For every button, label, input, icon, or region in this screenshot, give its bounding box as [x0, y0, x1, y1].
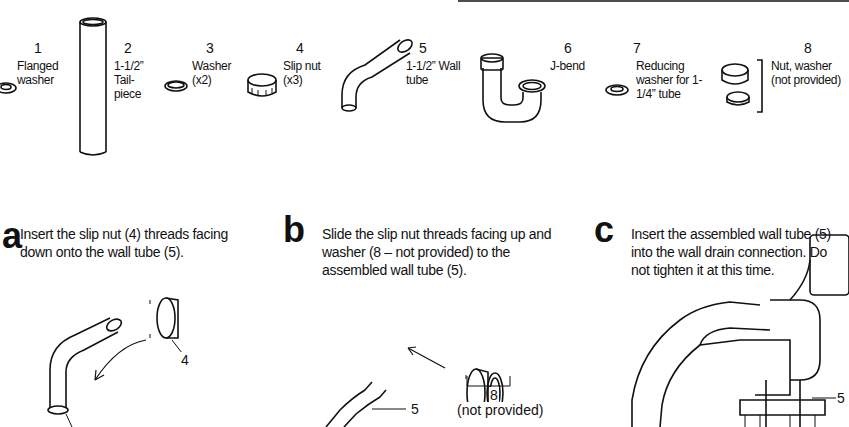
part-name: Nut, washer (not provided) — [771, 60, 847, 88]
step-text: Slide the slip nut threads facing up and… — [322, 225, 562, 280]
part-number: 1 — [28, 40, 48, 56]
step-text: Insert the assembled wall tube (5) into … — [631, 225, 847, 280]
reducing-washer — [606, 85, 628, 95]
part-name: Slip nut (x3) — [283, 60, 335, 88]
part-name: Washer (x2) — [192, 60, 236, 88]
step-text: Insert the slip nut (4) threads facing d… — [20, 225, 260, 261]
header-rule — [458, 0, 849, 2]
washer — [165, 81, 187, 91]
callout-number: 5 — [836, 390, 846, 406]
part-number: 4 — [290, 40, 310, 56]
step-letter: c — [594, 212, 630, 248]
slip-nut — [248, 74, 276, 96]
part-name: 1-1/2” Wall tube — [406, 60, 464, 88]
part-number: 8 — [798, 40, 818, 56]
part-number: 2 — [118, 40, 138, 56]
part-number: 6 — [558, 40, 578, 56]
j-bend — [481, 54, 545, 122]
part-number: 7 — [627, 40, 647, 56]
step-letter: b — [283, 212, 319, 248]
wall-tube — [342, 37, 414, 111]
step-a-figure — [48, 298, 182, 427]
flanged-washer — [0, 83, 16, 93]
part-name: J-bend — [550, 60, 610, 74]
part-name: Reducing washer for 1-1/4” tube — [636, 60, 718, 101]
part-number: 3 — [200, 40, 220, 56]
part-name: Flanged washer — [17, 60, 73, 88]
part-number: 5 — [413, 40, 433, 56]
tailpiece — [80, 18, 106, 155]
callout-number: 5 — [410, 401, 420, 417]
callout-note: (not provided) — [456, 402, 544, 418]
callout-number: 8 — [489, 387, 499, 403]
part-name: 1-1/2” Tail- piece — [114, 60, 154, 101]
callout-number: 4 — [180, 352, 190, 368]
nut-and-washer — [722, 60, 762, 112]
